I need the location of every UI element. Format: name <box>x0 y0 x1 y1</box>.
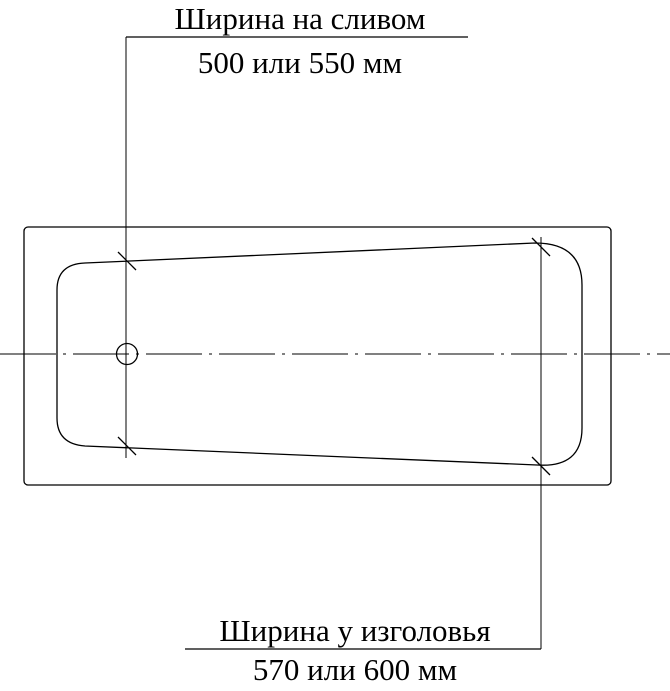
head-width-bottom-tick <box>531 456 551 476</box>
bathtub-inner-basin <box>56 242 583 466</box>
drain-width-top-tick <box>117 251 137 271</box>
bottom-label-line1: Ширина у изголовья <box>219 613 490 648</box>
bottom-label-line2: 570 или 600 мм <box>253 652 457 686</box>
head-width-top-tick <box>531 237 551 257</box>
bathtub-outer-rim <box>23 226 612 486</box>
top-label-line1: Ширина на сливом <box>175 1 426 36</box>
top-label-line2: 500 или 550 мм <box>198 45 402 80</box>
drain-width-bottom-tick <box>117 436 137 456</box>
